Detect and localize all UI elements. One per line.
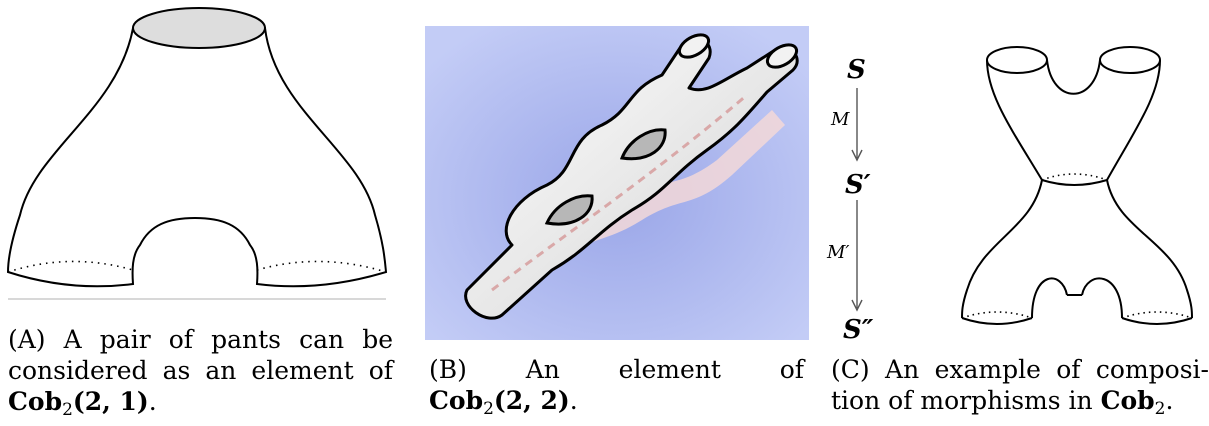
caption-a-end: . (149, 387, 157, 416)
caption-b-args: (2, 2) (494, 386, 570, 415)
label-m-prime: M′ (826, 242, 850, 263)
middle-boundary-front (1042, 180, 1107, 185)
figure-c: S M S′ M′ S″ (C) An example of composi- … (817, 0, 1209, 350)
lower-left-boundary-back (962, 312, 1032, 318)
caption-a-cob-sub: 2 (62, 400, 73, 420)
caption-c: (C) An example of composi- tion of morph… (831, 354, 1209, 425)
lower-left-boundary-front (962, 318, 1032, 324)
label-s: S (847, 55, 866, 85)
caption-b-label: (B) (429, 355, 467, 384)
caption-c-end: . (1165, 386, 1173, 415)
pair-of-pants-drawing (0, 0, 400, 320)
top-left-boundary (987, 47, 1047, 73)
caption-b-cob: Cob (429, 386, 483, 415)
caption-a-args: (2, 1) (73, 387, 149, 416)
lower-cobordism-outline (962, 180, 1192, 318)
caption-c-cob: Cob (1101, 386, 1155, 415)
lower-right-boundary-front (1122, 318, 1192, 324)
figure-b: (B) An element of Cob2(2, 2). (417, 0, 817, 350)
caption-a: (A) A pair of pants can be considered as… (8, 324, 393, 426)
caption-c-line2: tion of morphisms in (831, 386, 1093, 415)
caption-c-line1: An example of composi- (885, 355, 1209, 384)
caption-c-cob-sub: 2 (1155, 399, 1166, 419)
label-m: M (830, 109, 850, 130)
lower-right-boundary-back (1122, 312, 1192, 318)
caption-b-cob-sub: 2 (483, 399, 494, 419)
caption-b-end: . (570, 386, 578, 415)
top-right-boundary (1100, 47, 1160, 73)
caption-a-cob: Cob (8, 387, 62, 416)
pants-surface-outline (8, 28, 386, 286)
cobordism-surface-drawing (417, 0, 817, 350)
caption-b: (B) An element of Cob2(2, 2). (429, 354, 804, 425)
composition-drawing: S M S′ M′ S″ (817, 0, 1209, 350)
caption-c-label: (C) (831, 355, 870, 384)
top-boundary-circle (133, 8, 265, 48)
label-s-prime: S′ (845, 170, 871, 200)
middle-boundary-back (1042, 174, 1107, 180)
caption-b-line1: An element of (526, 355, 804, 384)
caption-a-line1: A pair of pants can be (64, 325, 393, 354)
upper-cobordism-outline (987, 60, 1160, 180)
caption-a-line2: considered as an element of (8, 355, 393, 386)
label-s-double-prime: S″ (843, 315, 874, 345)
figure-a: (A) A pair of pants can be considered as… (0, 0, 400, 320)
caption-a-label: (A) (8, 325, 46, 354)
